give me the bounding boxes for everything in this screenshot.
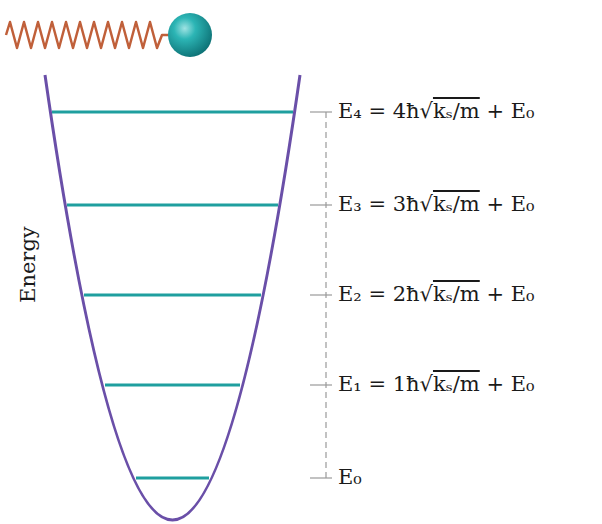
level-label: E₂ = 2ħ√kₛ/m + E₀ <box>336 282 536 307</box>
radicand: kₛ/m <box>433 282 480 306</box>
level-label: E₃ = 3ħ√kₛ/m + E₀ <box>336 192 536 217</box>
level-label: E₀ <box>336 465 364 490</box>
level-ticks <box>310 112 332 478</box>
axis-label: Energy <box>15 225 40 306</box>
radicand: kₛ/m <box>433 372 480 396</box>
spring <box>6 22 172 48</box>
energy-levels <box>52 112 293 478</box>
radicand: kₛ/m <box>433 192 480 216</box>
potential-well <box>45 75 300 520</box>
level-label: E₁ = 1ħ√kₛ/m + E₀ <box>336 372 536 397</box>
radicand: kₛ/m <box>433 99 480 123</box>
level-label: E₄ = 4ħ√kₛ/m + E₀ <box>336 99 536 124</box>
mass-ball <box>168 13 212 57</box>
